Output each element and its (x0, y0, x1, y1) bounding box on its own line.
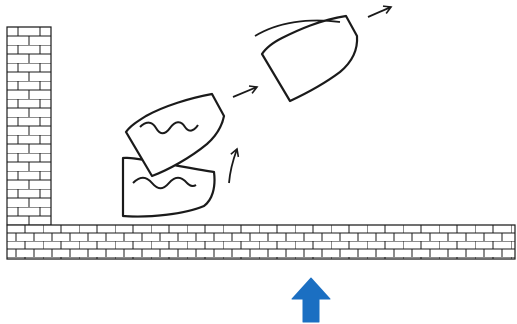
lifted-object (126, 94, 224, 176)
arrow-up-icon (292, 278, 330, 322)
flying-object (255, 16, 357, 101)
lift-arrow-icon (229, 149, 237, 183)
brick-wall-vertical (7, 27, 51, 225)
brick-floor (7, 225, 515, 259)
motion-arrow-icon (368, 7, 391, 17)
motion-arrow-icon (233, 87, 257, 97)
